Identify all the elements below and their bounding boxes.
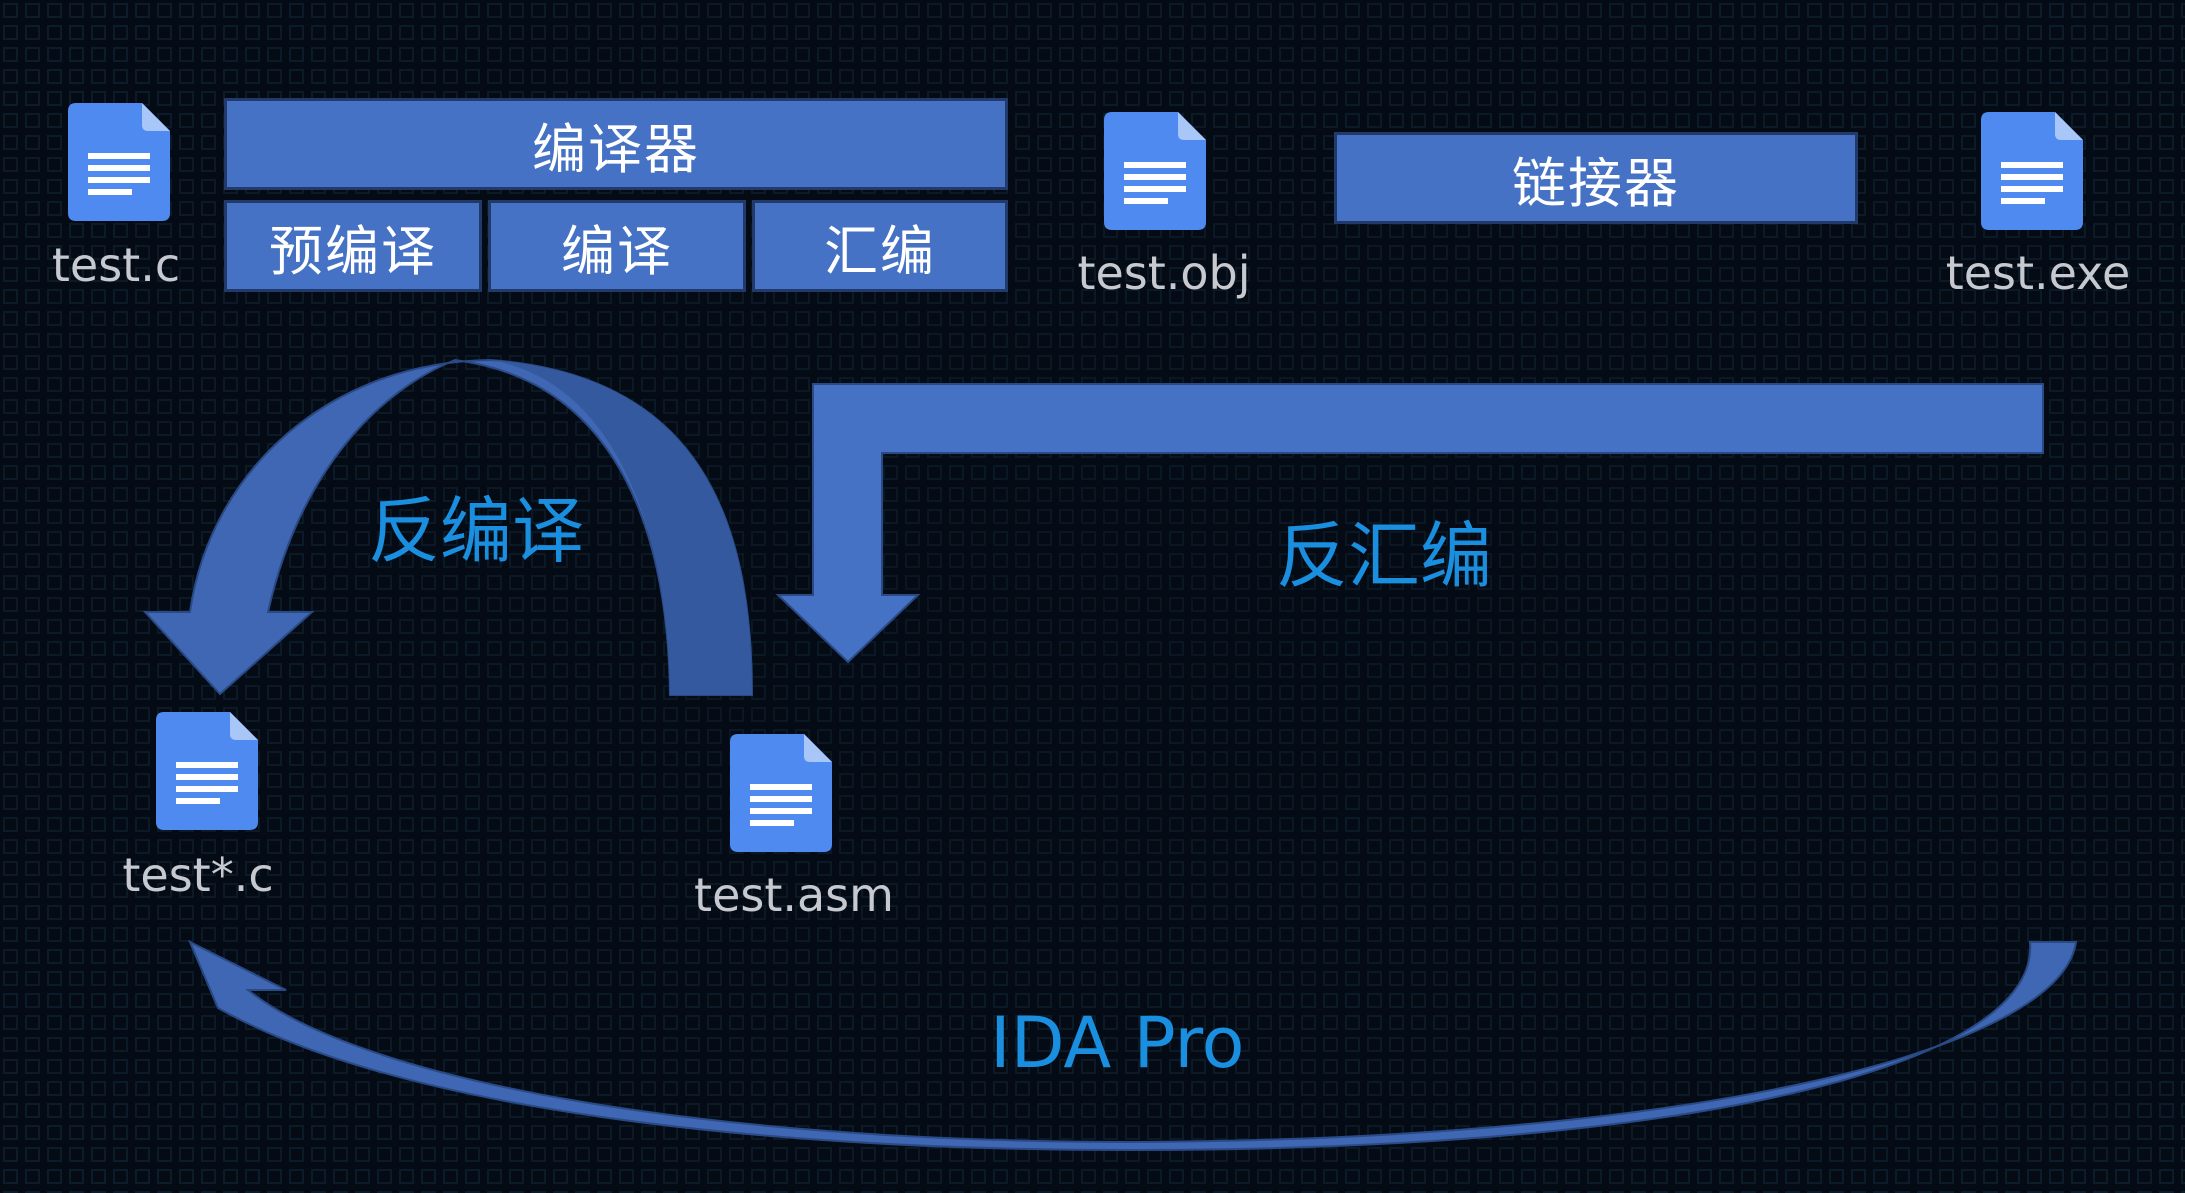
document-icon-test-exe	[1981, 112, 2083, 230]
document-icon-test-obj	[1104, 112, 1206, 230]
document-icon-test-c	[68, 103, 170, 221]
file-label-test-exe: test.exe	[1945, 246, 2131, 300]
compiler-box: 编译器	[224, 98, 1008, 190]
compiler-stage-preprocess: 预编译	[224, 200, 482, 292]
compiler-stage-assemble: 汇编	[752, 200, 1008, 292]
linker-box: 链接器	[1334, 132, 1858, 224]
ida-pro-arrow	[188, 939, 2078, 1152]
file-label-test-decompiled-c: test*.c	[122, 848, 274, 902]
disassemble-arrow	[775, 383, 2044, 664]
compiler-stage-compile: 编译	[488, 200, 746, 292]
disassemble-label: 反汇编	[1276, 514, 1493, 598]
file-label-test-obj: test.obj	[1077, 246, 1251, 300]
file-label-test-asm: test.asm	[694, 868, 894, 922]
file-label-test-c: test.c	[51, 238, 181, 292]
ida-pro-label: IDA Pro	[990, 1002, 1245, 1084]
decompile-label: 反编译	[368, 489, 585, 573]
document-icon-test-decompiled-c	[156, 712, 258, 830]
document-icon-test-asm	[730, 734, 832, 852]
